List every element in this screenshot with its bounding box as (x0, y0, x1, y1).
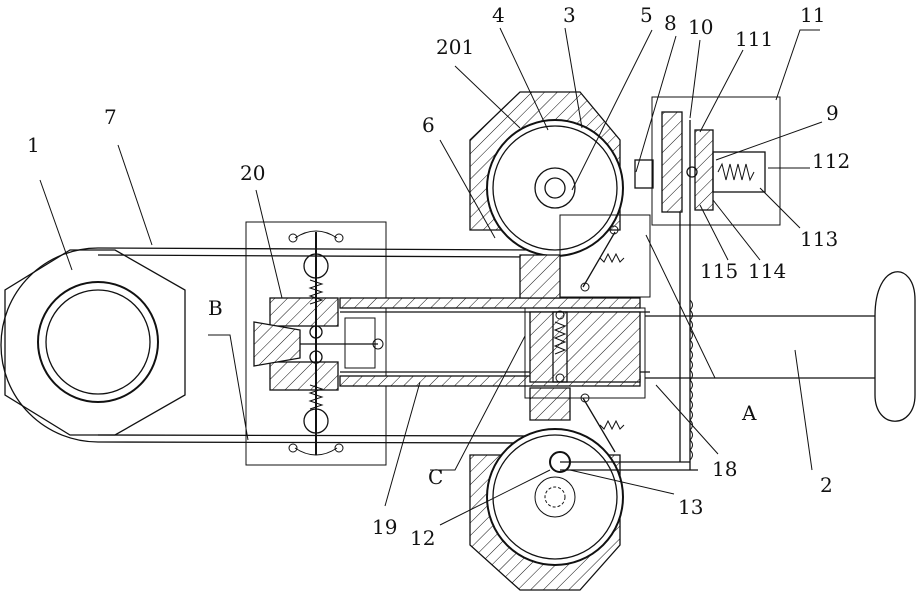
label-18: 18 (712, 457, 737, 481)
label-2: 2 (820, 473, 833, 497)
label-B: B (208, 296, 223, 320)
label-9: 9 (826, 101, 839, 125)
lower-roller (487, 429, 623, 565)
label-10: 10 (688, 15, 713, 39)
label-13: 13 (678, 495, 703, 519)
label-12: 12 (410, 526, 435, 550)
left-pulley-inner (46, 290, 150, 394)
upper-roller (487, 120, 623, 256)
label-114: 114 (748, 259, 786, 283)
handle (645, 272, 915, 422)
lower-housing (470, 388, 623, 590)
label-113: 113 (800, 227, 838, 251)
label-19: 19 (372, 515, 397, 539)
upper-housing (470, 92, 623, 298)
label-A: A (741, 401, 757, 425)
label-4: 4 (492, 3, 505, 27)
side-mechanism (635, 97, 780, 470)
clamp-box (246, 222, 386, 465)
label-8: 8 (664, 11, 677, 35)
left-drive-assembly (5, 250, 185, 435)
label-6: 6 (422, 113, 435, 137)
part-labels: 1 7 20 B 201 4 3 5 8 10 111 11 9 6 112 1… (27, 3, 850, 550)
label-3: 3 (563, 3, 576, 27)
label-20: 20 (240, 161, 265, 185)
label-112: 112 (812, 149, 850, 173)
label-111: 111 (735, 27, 773, 51)
left-pulley-outer (38, 282, 158, 402)
label-1: 1 (27, 133, 40, 157)
label-7: 7 (104, 105, 117, 129)
label-5: 5 (640, 3, 653, 27)
label-201: 201 (436, 35, 474, 59)
label-C: C (428, 465, 443, 489)
label-115: 115 (700, 259, 738, 283)
label-11: 11 (800, 3, 825, 27)
